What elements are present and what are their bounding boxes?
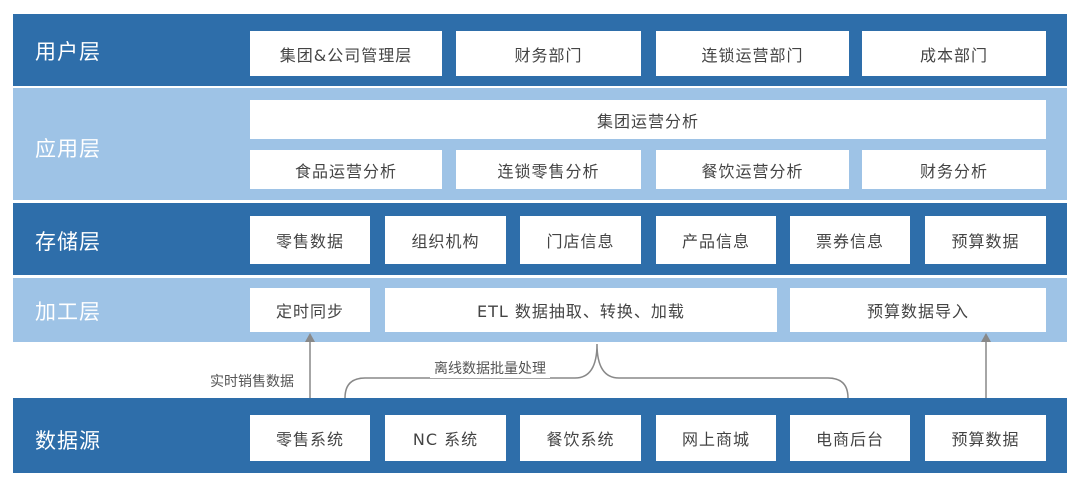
box-nc-system: NC 系统	[385, 415, 506, 461]
box-online-mall: 网上商城	[656, 415, 776, 461]
layer-label: 用户层	[35, 40, 101, 64]
box-catering-system: 餐饮系统	[520, 415, 641, 461]
box-retail-system: 零售系统	[250, 415, 370, 461]
box-coupon-info: 票券信息	[790, 216, 910, 264]
box-budget-data: 预算数据	[925, 216, 1046, 264]
box-finance-dept: 财务部门	[456, 31, 641, 76]
realtime-label: 实时销售数据	[206, 371, 298, 391]
budget-arrow-head	[981, 333, 991, 342]
box-cost-dept: 成本部门	[862, 31, 1046, 76]
box-budget-data-source: 预算数据	[925, 415, 1046, 461]
box-chain-retail-analysis: 连锁零售分析	[456, 150, 641, 189]
realtime-arrow-head	[305, 333, 315, 342]
box-group-management: 集团&公司管理层	[250, 31, 442, 76]
app-layer: 应用层 集团运营分析 食品运营分析 连锁零售分析 餐饮运营分析 财务分析	[13, 88, 1067, 200]
storage-layer: 存储层 零售数据 组织机构 门店信息 产品信息 票券信息 预算数据	[13, 203, 1067, 275]
box-store-info: 门店信息	[520, 216, 641, 264]
box-finance-analysis: 财务分析	[862, 150, 1046, 189]
layer-label: 加工层	[35, 300, 101, 324]
box-catering-ops-analysis: 餐饮运营分析	[656, 150, 849, 189]
box-scheduled-sync: 定时同步	[250, 288, 370, 332]
box-ecommerce-backend: 电商后台	[790, 415, 910, 461]
box-food-ops-analysis: 食品运营分析	[250, 150, 442, 189]
box-org-structure: 组织机构	[385, 216, 506, 264]
box-budget-import: 预算数据导入	[790, 288, 1046, 332]
box-etl: ETL 数据抽取、转换、加载	[385, 288, 777, 332]
box-product-info: 产品信息	[656, 216, 776, 264]
batch-label: 离线数据批量处理	[430, 358, 550, 378]
batch-brace	[344, 343, 849, 399]
box-retail-data: 零售数据	[250, 216, 370, 264]
layer-label: 数据源	[35, 429, 101, 453]
box-group-ops-analysis: 集团运营分析	[250, 100, 1046, 139]
user-layer: 用户层 集团&公司管理层 财务部门 连锁运营部门 成本部门	[13, 14, 1067, 86]
processing-layer: 加工层 定时同步 ETL 数据抽取、转换、加载 预算数据导入	[13, 278, 1067, 342]
source-layer: 数据源 零售系统 NC 系统 餐饮系统 网上商城 电商后台 预算数据	[13, 398, 1067, 473]
layer-label: 应用层	[35, 137, 101, 161]
layer-label: 存储层	[35, 230, 101, 254]
box-chain-ops-dept: 连锁运营部门	[656, 31, 849, 76]
